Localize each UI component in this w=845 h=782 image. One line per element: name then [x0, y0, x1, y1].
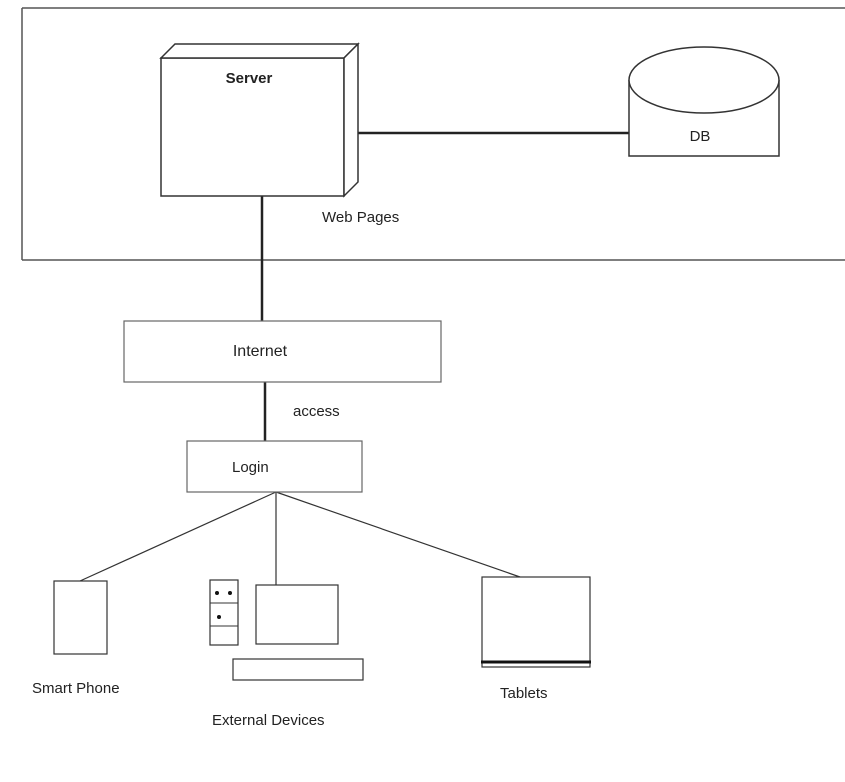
connectors — [79, 131, 630, 585]
login-phone-link — [79, 491, 277, 582]
tablets-label: Tablets — [500, 685, 548, 702]
server-label: Server — [226, 70, 273, 87]
smart-phone-icon — [53, 580, 108, 655]
db-label: DB — [690, 128, 711, 145]
server-node: Server — [159, 42, 360, 198]
login-node: Login — [186, 440, 363, 493]
external-devices-label: External Devices — [212, 712, 325, 729]
login-label: Login — [232, 459, 269, 476]
access-label: access — [293, 403, 340, 420]
internet-label: Internet — [233, 343, 288, 360]
tablet-icon — [481, 576, 591, 668]
internet-node: Internet — [123, 320, 442, 383]
login-tablet-link — [275, 491, 521, 578]
desktop-computer-icon — [209, 579, 364, 681]
server-zone — [21, 7, 845, 261]
web-pages-label: Web Pages — [322, 209, 399, 226]
db-cylinder: DB — [628, 46, 780, 157]
smart-phone-label: Smart Phone — [32, 680, 120, 697]
